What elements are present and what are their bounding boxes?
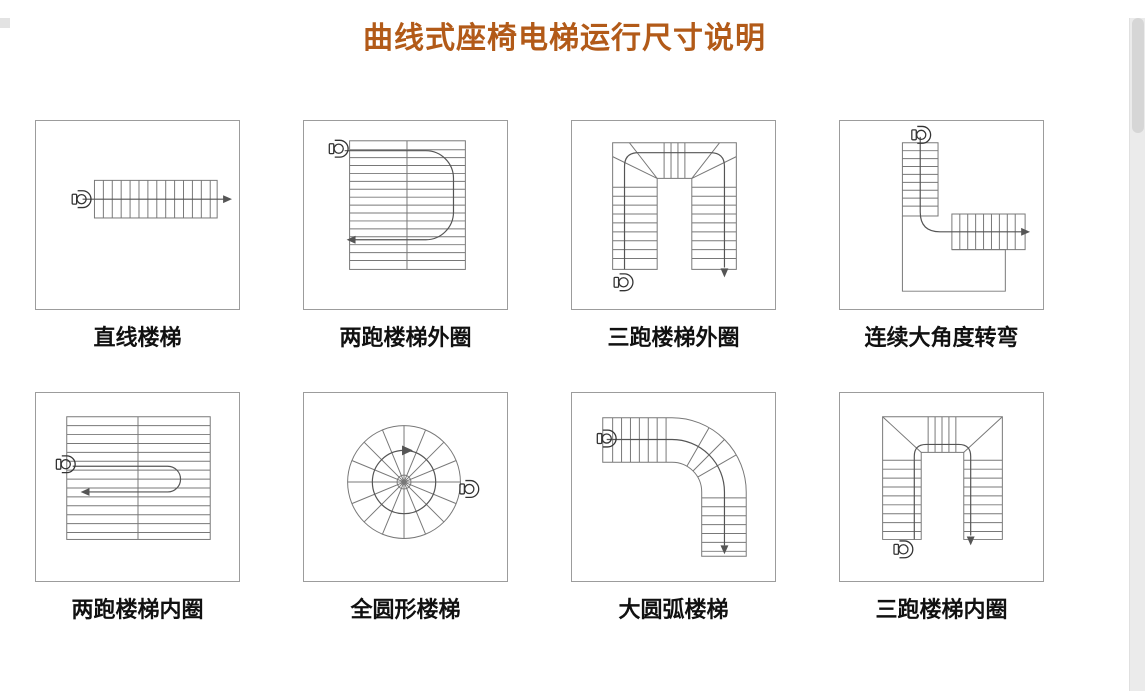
three-run-outer-staircase-plan-icon [612,142,737,292]
diagram-label: 三跑楼梯外圈 [607,325,740,350]
diagram-label: 大圆弧楼梯 [618,597,729,622]
diagram-cell-three-run-inner: 三跑楼梯内圈 [839,392,1044,624]
diagram-frame-full-circle [303,392,508,582]
stairlift-chair-icon [596,429,617,448]
diagram-cell-full-circle: 全圆形楼梯 [303,392,508,624]
diagram-cell-straight: 直线楼梯 [35,120,240,352]
diagram-frame-large-arc [571,392,776,582]
diagram-cell-three-run-outer: 三跑楼梯外圈 [571,120,776,352]
stairlift-chair-icon [328,139,349,158]
diagram-grid: 直线楼梯 两跑楼梯外圈 [35,120,1145,624]
stairlift-chair-icon [459,479,480,499]
two-run-outer-staircase-plan-icon [328,139,466,270]
stairlift-dimension-guide-page: 曲线式座椅电梯运行尺寸说明 直线楼梯 [0,18,1145,691]
diagram-label: 两跑楼梯外圈 [339,325,472,350]
diagram-frame-straight [35,120,240,310]
diagram-label: 连续大角度转弯 [864,325,1019,350]
diagram-label: 两跑楼梯内圈 [71,597,204,622]
diagram-frame-three-run-outer [571,120,776,310]
diagram-cell-continuous-turns: 连续大角度转弯 [839,120,1044,352]
corner-artifact [0,18,10,28]
scrollbar-track[interactable] [1129,18,1145,691]
large-arc-staircase-plan-icon [596,417,747,557]
stairlift-chair-icon [911,125,932,144]
diagram-label: 三跑楼梯内圈 [875,597,1008,622]
diagram-frame-two-run-inner [35,392,240,582]
three-run-inner-staircase-plan-icon [882,416,1003,559]
stairlift-chair-icon [613,273,634,292]
page-title: 曲线式座椅电梯运行尺寸说明 [363,22,766,55]
two-run-inner-staircase-plan-icon [55,416,211,540]
continuous-sharp-turn-staircase-plan-icon [901,125,1031,292]
diagram-label: 直线楼梯 [93,325,182,350]
diagram-frame-two-run-outer [303,120,508,310]
diagram-cell-two-run-outer: 两跑楼梯外圈 [303,120,508,352]
diagram-cell-two-run-inner: 两跑楼梯内圈 [35,392,240,624]
scrollbar-thumb[interactable] [1132,18,1144,133]
diagram-label: 全圆形楼梯 [350,597,461,622]
diagram-frame-three-run-inner [839,392,1044,582]
full-circle-staircase-plan-icon [347,425,480,539]
diagram-frame-continuous-turns [839,120,1044,310]
straight-staircase-plan-icon [71,179,232,219]
stairlift-chair-icon [55,455,76,474]
stairlift-chair-icon [893,540,914,559]
diagram-cell-large-arc: 大圆弧楼梯 [571,392,776,624]
